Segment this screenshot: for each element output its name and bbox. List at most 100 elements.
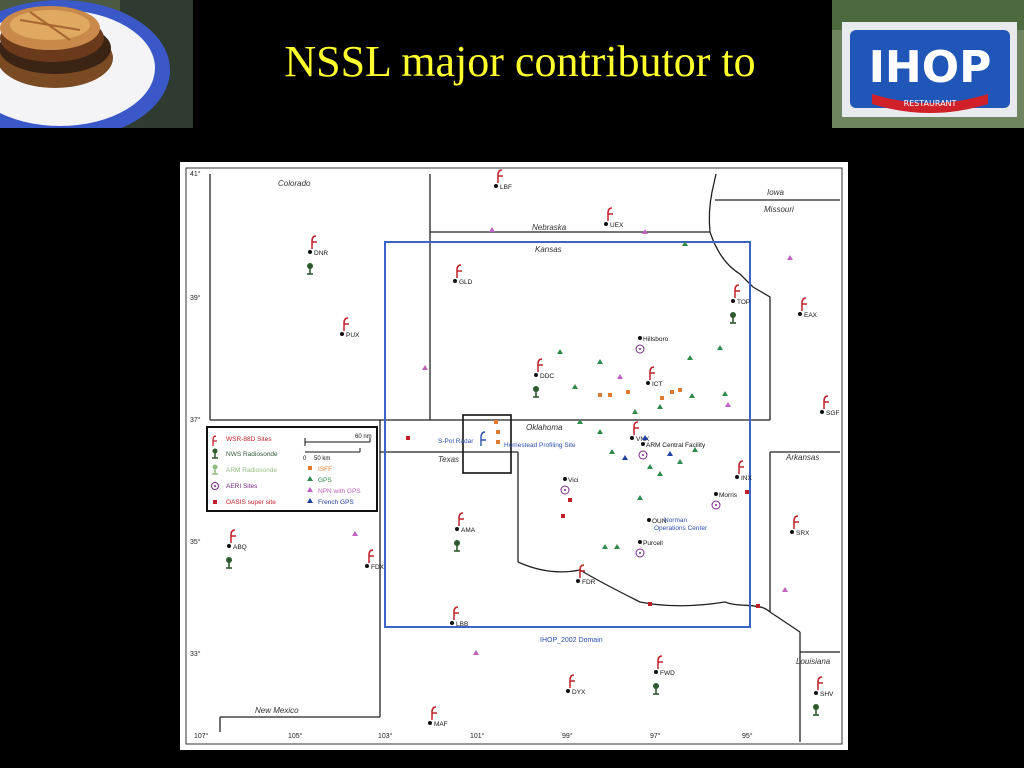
site-code-label: ICT (652, 381, 663, 388)
place-purcell: Purcell (635, 540, 663, 558)
instrument-marker (722, 391, 728, 396)
lat-label: 41° (190, 170, 201, 178)
spol-radar-icon (480, 431, 486, 446)
wsr88d-site-eax: EAX (798, 297, 818, 319)
lat-label: 39° (190, 294, 201, 302)
instrument-marker (622, 455, 628, 460)
wsr88d-icon (823, 395, 829, 409)
state-borders (209, 173, 840, 742)
instrument-marker (657, 404, 663, 409)
instrument-marker (660, 396, 664, 400)
lat-label: 33° (190, 650, 201, 658)
wsr88d-icon (569, 674, 575, 688)
instrument-marker (657, 471, 663, 476)
site-code-label: SHV (820, 691, 834, 698)
instrument-marker (608, 393, 612, 397)
lon-label: 99° (562, 732, 573, 740)
site-code-label: LBF (500, 184, 512, 191)
wsr88d-site-lbb: LBB (450, 606, 468, 628)
legend-label: ARM Radiosonde (226, 467, 277, 474)
latitude-labels: 41° 39° 37° 35° 33° (190, 170, 201, 658)
instrument-marker (670, 390, 674, 394)
spol-inset-box (462, 414, 512, 474)
wsr88d-icon (817, 676, 823, 690)
npn-legend-icon (307, 487, 313, 492)
instrument-marker (642, 229, 648, 234)
ihop-domain-box (384, 241, 751, 628)
legend-label: OASIS super site (226, 499, 276, 506)
wsr88d-icon (738, 460, 744, 474)
state-label: Arkansas (785, 453, 819, 462)
scale-km-label: 50 km (314, 456, 330, 462)
instrument-marker (602, 544, 608, 549)
oasis-legend-icon (213, 500, 217, 504)
state-label: Texas (438, 455, 459, 464)
ihop-sub-text: RESTAURANT (904, 99, 957, 108)
longitude-labels: 107° 105° 103° 101° 99° 97° 95° (194, 732, 753, 740)
lat-label: 37° (190, 416, 201, 424)
wsr88d-icon (633, 421, 639, 435)
wsr88d-site-pux: PUX (340, 317, 360, 339)
site-code-label: FWD (660, 670, 675, 677)
legend-label: French GPS (318, 499, 354, 506)
instrument-marker (597, 359, 603, 364)
domain-label: IHOP_2002 Domain (540, 637, 603, 644)
site-code-label: EAX (804, 312, 818, 319)
ihop-sign-photo: IHOP RESTAURANT (832, 0, 1024, 128)
legend-label: WSR-88D Sites (226, 436, 272, 443)
place-hillsboro: Hillsboro (635, 336, 669, 354)
site-code-label: ABQ (233, 544, 247, 551)
instrument-marker (489, 227, 495, 232)
instrument-marker (632, 409, 638, 414)
operations-center-label: Operations Center (654, 525, 708, 532)
site-code-label: GLD (459, 279, 473, 286)
ihop-domain-map: 41° 39° 37° 35° 33° 107° 105° 103° 101° … (180, 162, 848, 750)
instrument-marker (496, 430, 500, 434)
instrument-marker (678, 388, 682, 392)
instrument-marker (617, 374, 623, 379)
instrument-marker (557, 349, 563, 354)
lon-label: 101° (470, 732, 485, 740)
instrument-marker (609, 449, 615, 454)
wsr88d-site-fwd: FWD (653, 655, 675, 695)
lon-label: 103° (378, 732, 393, 740)
site-code-label: DNR (314, 250, 328, 257)
instrument-marker (572, 384, 578, 389)
legend-label: NPN with GPS (318, 488, 361, 495)
wsr88d-site-uex: UEX (604, 207, 624, 229)
svg-text:OUN: OUN (652, 518, 667, 525)
french-gps-legend-icon (307, 498, 313, 503)
wsr88d-icon (456, 264, 462, 278)
isff-legend-icon (308, 466, 312, 470)
state-label: Louisiana (796, 657, 831, 666)
instrument-marker (647, 464, 653, 469)
wsr88d-icon (458, 512, 464, 526)
instrument-marker (352, 531, 358, 536)
site-code-label: MAF (434, 721, 448, 728)
state-label: Nebraska (532, 223, 567, 232)
site-code-label: TOP (737, 299, 750, 306)
instrument-marker (787, 255, 793, 260)
site-code-label: PUX (346, 332, 360, 339)
instrument-marker (598, 393, 602, 397)
instrument-marker (745, 490, 749, 494)
site-code-label: AMA (461, 527, 476, 534)
wsr88d-icon (793, 515, 799, 529)
svg-text:Hillsboro: Hillsboro (643, 336, 669, 343)
wsr88d-icon (230, 529, 236, 543)
spol-radar-label: S-Pol Radar (438, 438, 474, 445)
instrument-marker (642, 435, 648, 440)
homestead-label: Homestead Profiling Site (504, 442, 576, 449)
pancakes-photo (0, 0, 193, 140)
wsr88d-site-lbf: LBF (494, 169, 512, 191)
instrument-marker (687, 355, 693, 360)
instrument-marker (692, 447, 698, 452)
wsr88d-site-ict: ICT (646, 366, 663, 388)
instrument-marker (637, 495, 643, 500)
site-code-label: SGF (826, 410, 839, 417)
instrument-marker (682, 241, 688, 246)
wsr88d-icon (368, 549, 374, 563)
wsr88d-icon (649, 366, 655, 380)
instrument-marker (717, 345, 723, 350)
